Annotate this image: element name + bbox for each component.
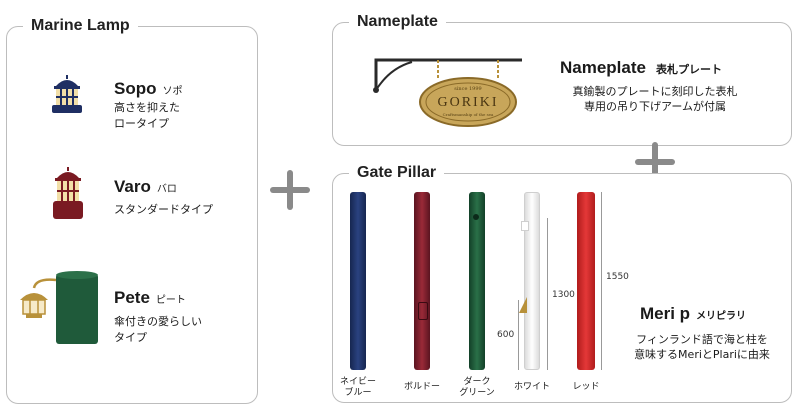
pillar-white-hinge [519, 297, 527, 313]
dim-line-1550 [601, 192, 602, 370]
marine-lamp-title: Marine Lamp [23, 15, 138, 37]
pillar-label-navy: ネイビー ブルー [339, 377, 376, 398]
nameplate-panel: Nameplate [332, 11, 792, 146]
plate-text: GORIKI [438, 95, 499, 110]
nameplate-image: since 1999 GORIKI Craftsmanship of the s… [373, 58, 522, 127]
pillar-white [519, 192, 540, 370]
dim-label-1300: 1300 [552, 290, 575, 300]
pillar-darkgreen [469, 192, 485, 370]
pillar-white-notch [521, 221, 529, 231]
pillar-label-darkgreen: ダーク グリーン [459, 377, 495, 398]
marine-lamp-panel: Marine Lamp [6, 15, 258, 404]
dim-line-1300 [547, 218, 548, 370]
pillar-bordeaux-slot [418, 302, 428, 320]
gate-pillar-panel: Gate Pillar [332, 162, 792, 403]
pillar-label-bordeaux: ボルドー [403, 382, 440, 392]
lamp-varo-icon [53, 167, 83, 219]
gate-pillar-title: Gate Pillar [349, 162, 445, 184]
meri-desc: フィンランド語で海と柱を 意味するMeriとPlariに由来 [634, 333, 770, 361]
plate-small-bottom: Craftsmanship of the sea [443, 112, 494, 117]
dim-label-600: 600 [497, 330, 515, 340]
nameplate-title: Nameplate [349, 11, 446, 33]
lamp-sopo-icon [52, 75, 82, 113]
plate-small-top: since 1999 [454, 86, 481, 92]
lamp-pete-icon [20, 271, 98, 344]
nameplate-desc: 真鍮製のプレートに刻印した表札 専用の吊り下げアームが付属 [572, 85, 738, 113]
lamp-sopo-desc: 高さを抑えた ロータイプ [114, 101, 180, 130]
pillar-label-white: ホワイト [513, 382, 550, 392]
plus-icon [270, 170, 310, 210]
pillar-red [577, 192, 595, 370]
pillar-bordeaux [414, 192, 430, 370]
lamp-pete-desc: 傘付きの愛らしい タイプ [114, 315, 202, 344]
pillar-label-red: レッド [572, 382, 600, 392]
plus-icon-2 [635, 142, 675, 182]
pillar-green-mark [473, 214, 479, 220]
lamp-varo-desc: スタンダードタイプ [114, 203, 213, 216]
dim-label-1550: 1550 [606, 272, 629, 282]
pillar-navy [350, 192, 366, 370]
dim-line-600 [518, 300, 519, 370]
